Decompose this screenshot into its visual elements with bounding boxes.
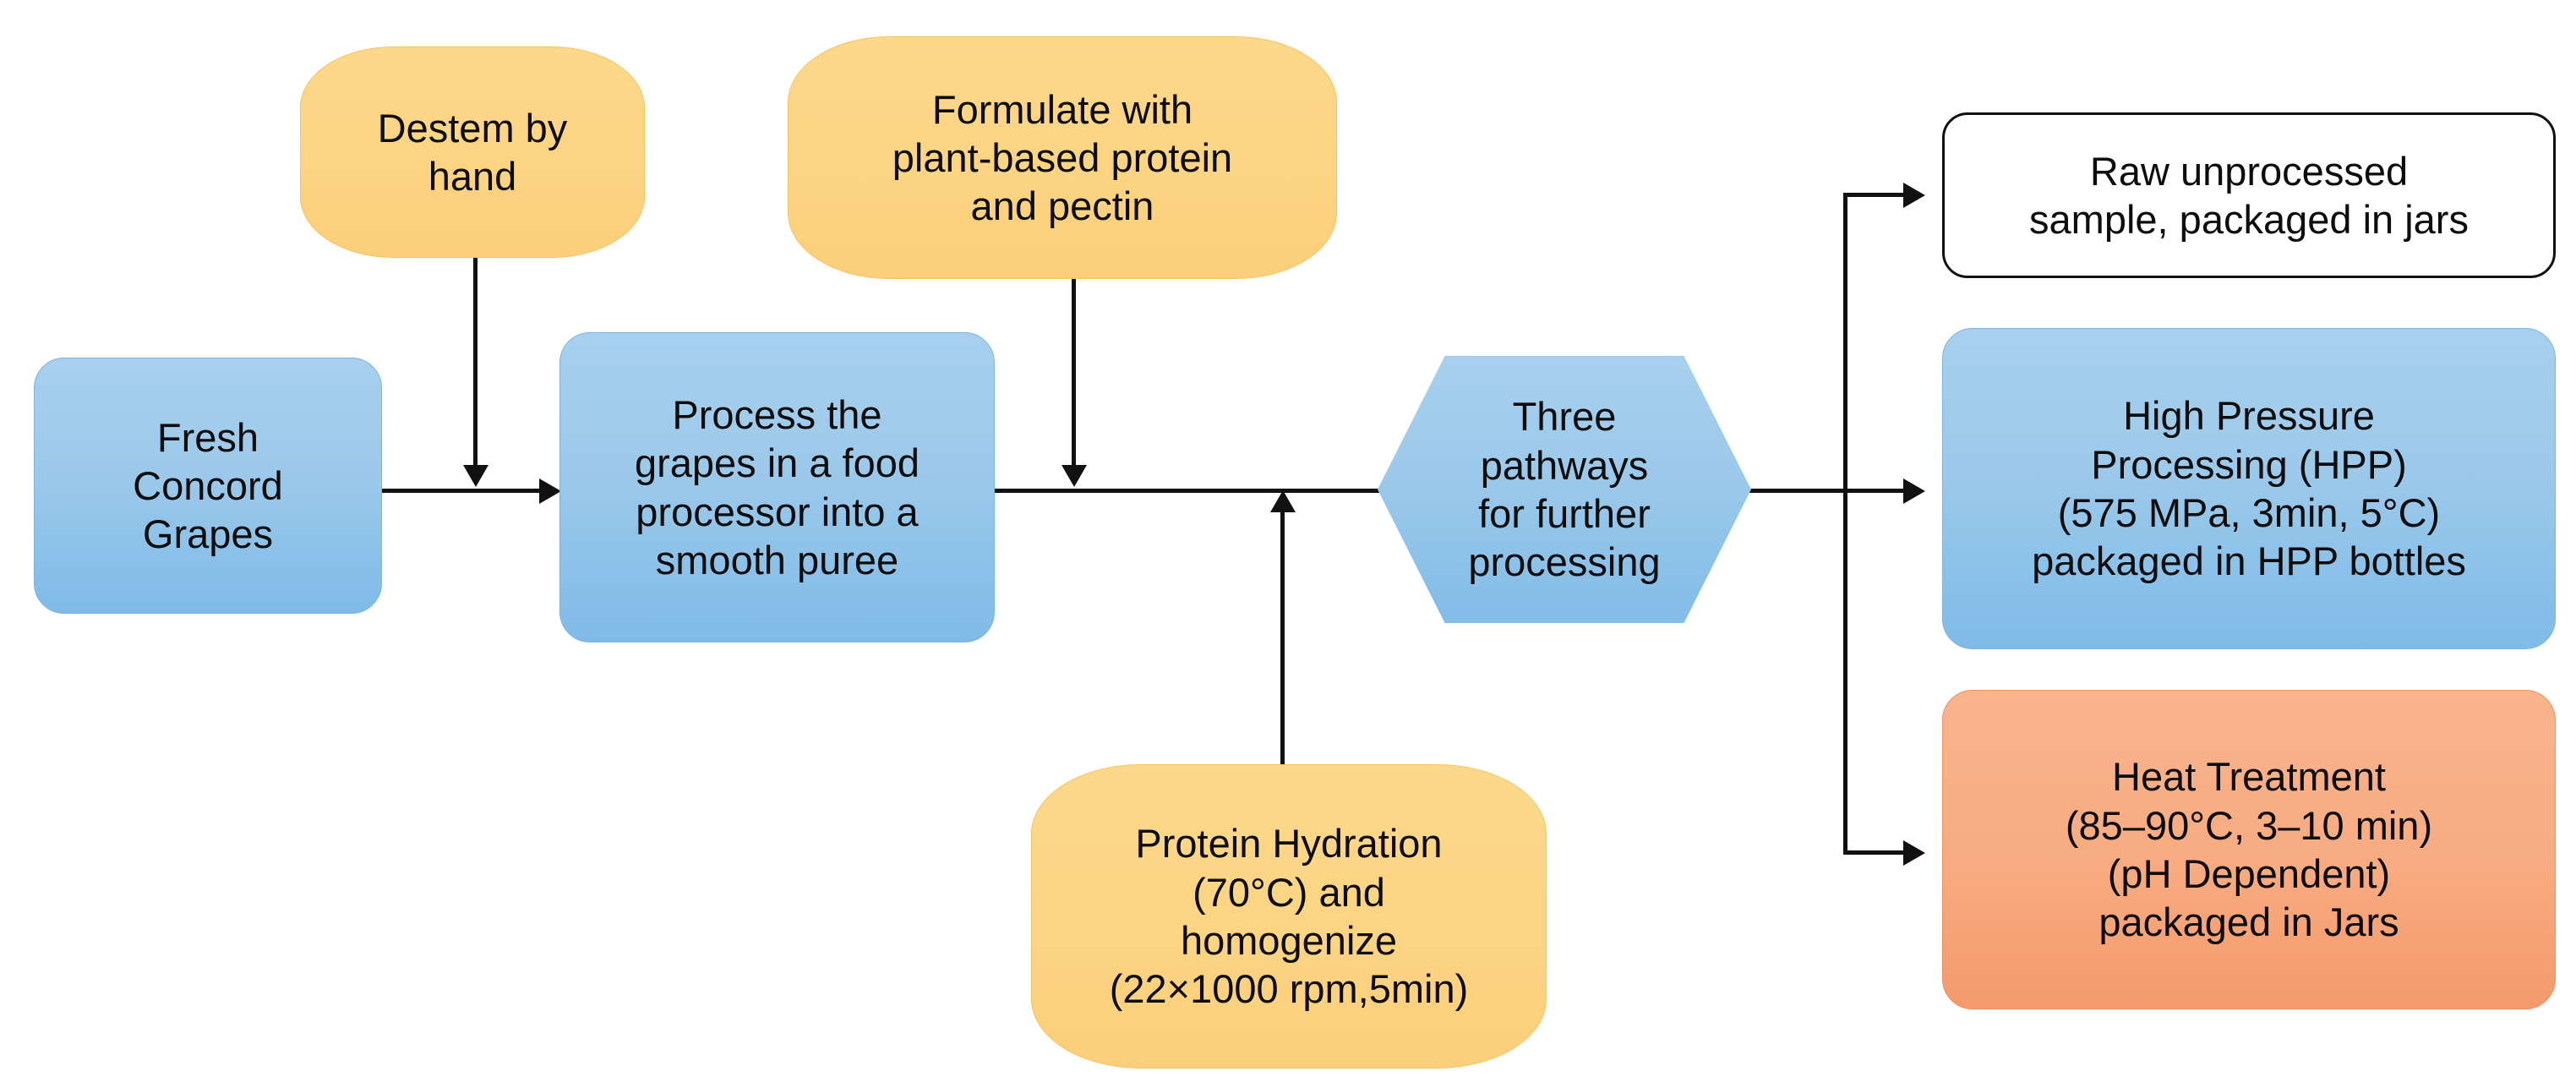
connector-bus-to-heat bbox=[1843, 850, 1910, 855]
arrowhead-formulate-down bbox=[1062, 465, 1087, 487]
connector-destem-down bbox=[473, 257, 478, 467]
arrowhead-pathways-to-hpp bbox=[1903, 478, 1925, 504]
arrowhead-destem-down bbox=[463, 465, 488, 487]
node-destem-by-hand[interactable]: Destem by hand bbox=[300, 46, 645, 258]
node-three-pathways[interactable]: Three pathways for further processing bbox=[1378, 356, 1751, 623]
node-raw-unprocessed[interactable]: Raw unprocessed sample, packaged in jars bbox=[1942, 112, 2556, 278]
node-heat-treatment[interactable]: Heat Treatment (85–90°C, 3–10 min) (pH D… bbox=[1942, 690, 2556, 1009]
connector-hydration-up bbox=[1280, 511, 1285, 764]
connector-pathways-out bbox=[1749, 489, 1910, 493]
arrowhead-bus-to-raw bbox=[1903, 183, 1925, 208]
arrowhead-bus-to-heat bbox=[1903, 840, 1925, 866]
arrowhead-grapes-to-process bbox=[539, 478, 561, 504]
connector-process-to-pathways bbox=[995, 489, 1400, 493]
connector-formulate-down bbox=[1072, 279, 1076, 467]
arrowhead-hydration-up bbox=[1270, 490, 1296, 512]
connector-grapes-to-process bbox=[382, 489, 544, 493]
node-formulate[interactable]: Formulate with plant-based protein and p… bbox=[788, 36, 1337, 279]
node-protein-hydration[interactable]: Protein Hydration (70°C) and homogenize … bbox=[1031, 764, 1547, 1069]
node-high-pressure-processing[interactable]: High Pressure Processing (HPP) (575 MPa,… bbox=[1942, 328, 2556, 649]
connector-bus-to-raw bbox=[1843, 193, 1910, 197]
connector-pathways-bus bbox=[1843, 193, 1847, 855]
node-process-grapes[interactable]: Process the grapes in a food processor i… bbox=[559, 332, 995, 642]
node-fresh-concord-grapes[interactable]: Fresh Concord Grapes bbox=[34, 358, 382, 614]
